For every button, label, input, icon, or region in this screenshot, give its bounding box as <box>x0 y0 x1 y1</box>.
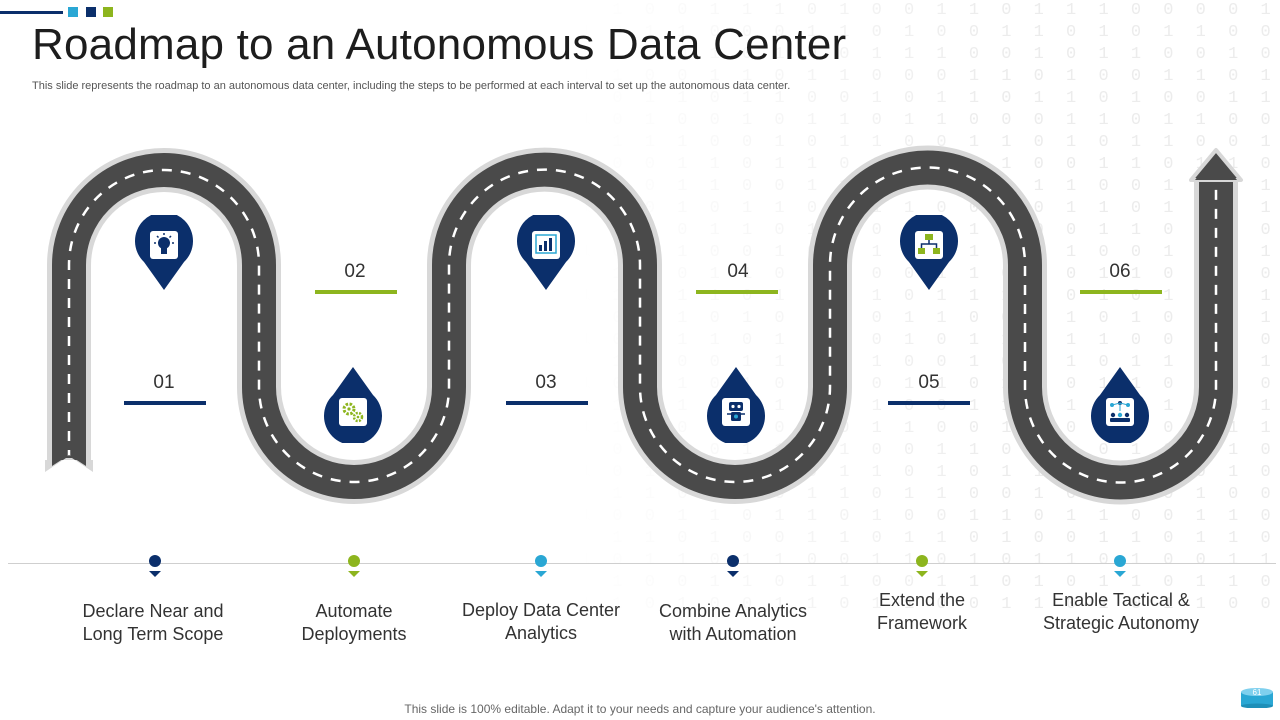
timeline-marker-03 <box>535 555 547 577</box>
step-pin-04 <box>707 367 765 443</box>
road-tail-notch-inner <box>52 455 86 466</box>
page-number-badge: 61 <box>1241 688 1273 708</box>
step-label-06: Enable Tactical & Strategic Autonomy <box>1026 589 1216 635</box>
step-label-05-line2: Framework <box>876 613 967 633</box>
road-center-dashes <box>67 166 1218 484</box>
framework-flow-icon <box>915 231 943 259</box>
timeline-marker-04 <box>727 555 739 577</box>
step-label-03-line1: Deploy Data Center <box>461 600 621 620</box>
lightbulb-icon <box>150 231 178 259</box>
step-pin-01 <box>135 215 193 290</box>
step-label-02-line1: Automate <box>315 601 393 621</box>
step-pin-02 <box>324 367 382 443</box>
step-label-03-line2: Analytics <box>504 623 578 643</box>
gears-icon <box>339 398 367 426</box>
step-label-01-line1: Declare Near and <box>82 601 224 621</box>
step-label-02-line2: Deployments <box>301 624 407 644</box>
timeline-baseline <box>8 563 1276 564</box>
step-label-05-line1: Extend the <box>878 590 966 610</box>
timeline-marker-02 <box>348 555 360 577</box>
step-bar-02 <box>315 290 397 294</box>
step-number-06: 06 <box>1109 261 1131 282</box>
timeline-marker-01 <box>149 555 161 577</box>
step-number-05: 05 <box>918 372 940 393</box>
page-number: 61 <box>1253 688 1262 697</box>
step-bar-05 <box>888 401 970 405</box>
step-label-05: Extend the Framework <box>827 589 1017 635</box>
network-team-icon <box>1106 398 1134 426</box>
step-pin-05 <box>900 215 958 290</box>
step-bar-04 <box>696 290 778 294</box>
step-bar-01 <box>124 401 206 405</box>
accent-square-cyan <box>68 7 78 17</box>
step-bar-06 <box>1080 290 1162 294</box>
accent-line <box>0 11 63 14</box>
timeline-marker-06 <box>1114 555 1126 577</box>
robot-icon <box>722 398 750 426</box>
step-label-04-line1: Combine Analytics <box>658 601 808 621</box>
step-label-01-line2: Long Term Scope <box>82 624 224 644</box>
accent-square-green <box>103 7 113 17</box>
step-label-06-line2: Strategic Autonomy <box>1042 613 1200 633</box>
page-title: Roadmap to an Autonomous Data Center <box>32 20 847 69</box>
step-label-03: Deploy Data Center Analytics <box>446 599 636 645</box>
step-label-02: Automate Deployments <box>259 600 449 646</box>
step-label-06-line1: Enable Tactical & <box>1052 590 1190 610</box>
step-number-02: 02 <box>344 261 366 282</box>
step-label-04: Combine Analytics with Automation <box>638 600 828 646</box>
footer-note: This slide is 100% editable. Adapt it to… <box>404 702 876 716</box>
step-number-04: 04 <box>727 261 749 282</box>
accent-square-navy <box>86 7 96 17</box>
step-pin-03 <box>517 215 575 290</box>
step-pin-06 <box>1091 367 1149 443</box>
timeline-marker-05 <box>916 555 928 577</box>
step-number-01: 01 <box>153 372 175 393</box>
page-subtitle: This slide represents the roadmap to an … <box>32 80 791 92</box>
road-arrow-head-fill <box>1195 154 1237 180</box>
analytics-chart-icon <box>532 231 560 259</box>
step-label-04-line2: with Automation <box>669 624 797 644</box>
step-number-03: 03 <box>535 372 557 393</box>
step-label-01: Declare Near and Long Term Scope <box>58 600 248 646</box>
step-bar-03 <box>506 401 588 405</box>
